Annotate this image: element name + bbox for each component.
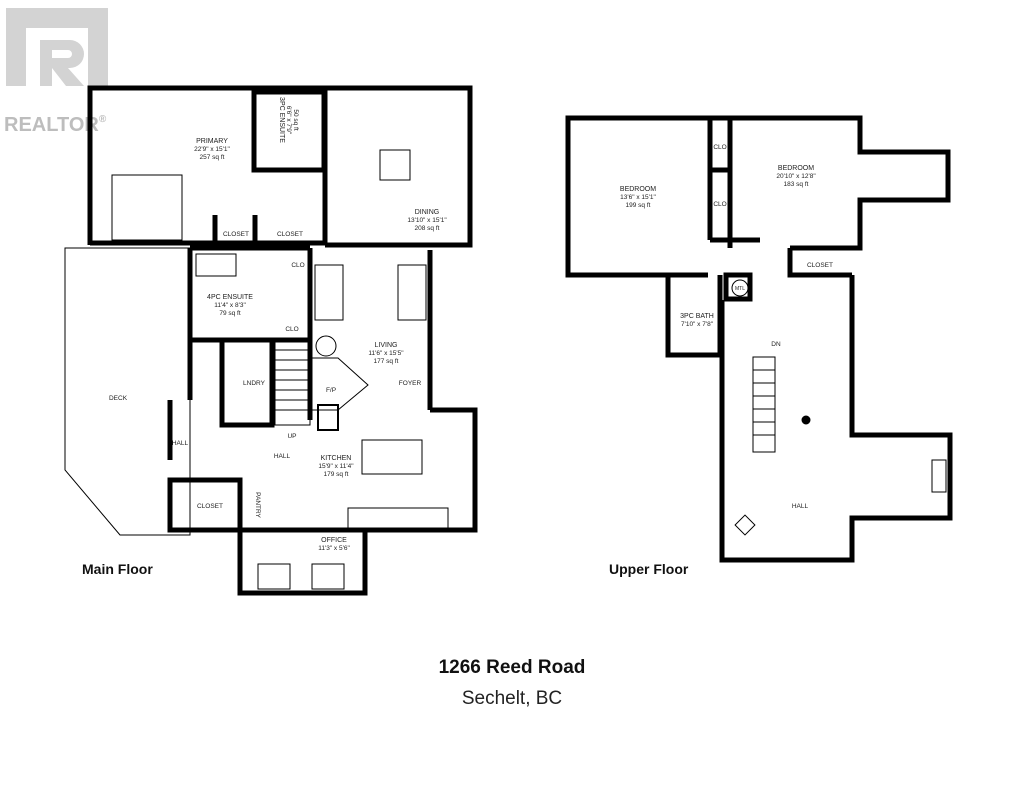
label-hall: HALL (792, 503, 809, 510)
fireplace (311, 357, 369, 411)
room-area: 177 sq ft (374, 358, 399, 365)
room-dims: 7'10" x 7'8" (681, 321, 714, 328)
desk (257, 563, 291, 590)
stairs-main (274, 339, 311, 426)
desk (311, 563, 345, 590)
realtor-logo-text: REALTOR® (4, 114, 107, 136)
room-dims: 22'9" x 15'1" (194, 146, 230, 153)
main-floor-title: Main Floor (82, 561, 153, 577)
room-area: 79 sq ft (219, 310, 241, 317)
label-clo: CLO (713, 201, 726, 208)
label-hall: HALL (172, 440, 189, 447)
room-dims: 15'9" x 11'4" (318, 463, 354, 470)
stairs-upper (752, 356, 776, 453)
label-closet: CLOSET (277, 231, 303, 238)
bed (111, 174, 183, 241)
room-kitchen: KITCHEN (321, 455, 352, 462)
upper-floor-title: Upper Floor (609, 561, 689, 577)
upper-furniture (731, 279, 947, 536)
address-street: 1266 Reed Road (438, 657, 586, 678)
kitchen-island (361, 439, 423, 475)
room-area: 179 sq ft (324, 471, 349, 478)
label-dn: DN (771, 341, 781, 348)
room-3pc-bath: 3PC BATH (680, 313, 714, 320)
main-furniture (111, 149, 449, 590)
label-mtl: MTL (735, 286, 745, 292)
room-dims: 20'10" x 12'8" (776, 173, 816, 180)
label-deck: DECK (109, 395, 128, 402)
room-living: LIVING (375, 342, 398, 349)
room-dims: 11'4" x 8'3" (214, 302, 246, 309)
round-table (315, 335, 337, 357)
label-laundry: LNDRY (243, 380, 266, 387)
dining-table (379, 149, 411, 181)
label-clo: CLO (713, 144, 726, 151)
counter (347, 507, 449, 529)
room-dims: 13'6" x 15'1" (620, 194, 656, 201)
label-clo: CLO (291, 262, 304, 269)
label-up: UP (287, 433, 296, 440)
label-closet: CLOSET (197, 503, 223, 510)
fireplace-upper (931, 459, 947, 493)
room-dims: 13'10" x 15'1" (407, 217, 447, 224)
room-dims: 11'3" x 5'6" (318, 545, 350, 552)
label-foyer: FOYER (399, 380, 422, 387)
upper-floor-walls (565, 115, 953, 563)
label-closet: CLOSET (807, 262, 833, 269)
room-dining: DINING (415, 209, 440, 216)
room-4pc-ensuite: 4PC ENSUITE (207, 294, 253, 301)
room-area: 208 sq ft (415, 225, 440, 232)
room-dims: 11'6" x 15'5" (368, 350, 404, 357)
main-room-labels: PRIMARY 22'9" x 15'1" 257 sq ft 3PC ENSU… (109, 97, 447, 552)
room-primary: PRIMARY (196, 138, 228, 145)
room-area: 183 sq ft (784, 181, 809, 188)
label-clo: CLO (285, 326, 298, 333)
room-bedroom: BEDROOM (620, 186, 656, 193)
room-office: OFFICE (321, 537, 347, 544)
room-3pc-ensuite: 3PC ENSUITE (278, 97, 285, 143)
room-area: 257 sq ft (200, 154, 225, 161)
label-pantry: PANTRY (254, 492, 261, 518)
room-dims: 6'6" x 7'9" (285, 106, 292, 135)
label-closet: CLOSET (223, 231, 249, 238)
sofa (397, 264, 427, 321)
sofa (314, 264, 344, 321)
upper-room-labels: BEDROOM 13'6" x 15'1" 199 sq ft BEDROOM … (620, 144, 833, 510)
label-fireplace: F/P (326, 387, 336, 394)
label-hall: HALL (274, 453, 291, 460)
deck (64, 247, 191, 536)
bathtub (195, 253, 237, 277)
room-bedroom: BEDROOM (778, 165, 814, 172)
room-area: 199 sq ft (626, 202, 651, 209)
room-area: 50 sq ft (292, 109, 299, 131)
address-city: Sechelt, BC (461, 688, 563, 709)
